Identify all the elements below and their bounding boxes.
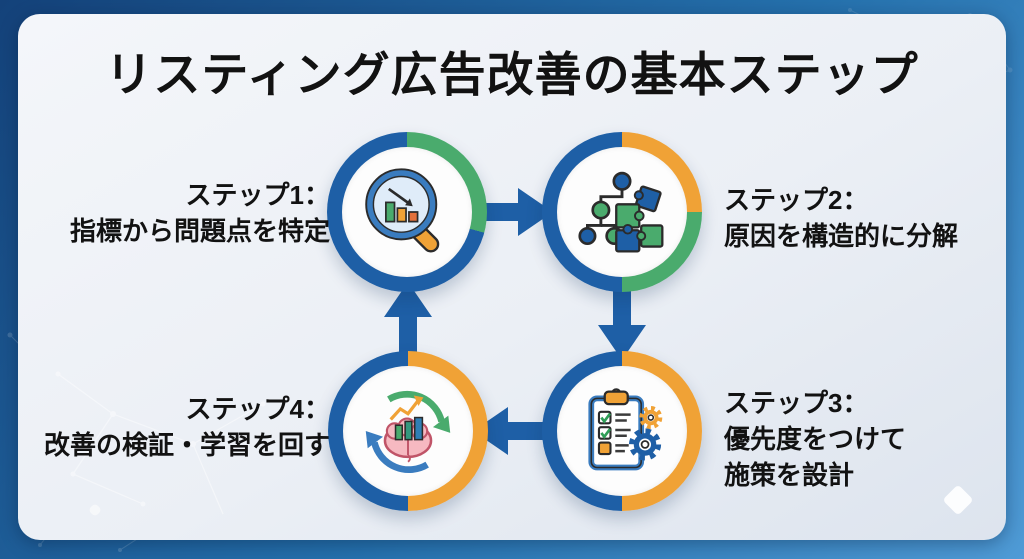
step-2-circle: [542, 132, 702, 292]
step-4-circle: [328, 351, 488, 511]
step-4-description: 改善の検証・学習を回す: [43, 430, 330, 460]
arrow-left-step3-to-step4: [473, 407, 552, 455]
content-panel: [18, 14, 1006, 540]
step-3-label: ステップ3：: [724, 388, 869, 418]
arrow-down-step2-to-step3: [598, 281, 646, 360]
tree-puzzle-icon: [578, 171, 664, 253]
step-1-description: 指標から問題点を特定: [69, 216, 330, 246]
step-1-circle: [327, 132, 487, 292]
arrow-right-step1-to-step2: [474, 188, 553, 236]
page-title: リスティング広告改善の基本ステップ: [105, 48, 919, 101]
step-1-label: ステップ1：: [185, 180, 330, 210]
step-3-circle: [542, 351, 702, 511]
step-4-text: ステップ4： 改善の検証・学習を回す: [18, 391, 330, 463]
step-1-text: ステップ1： 指標から問題点を特定: [20, 177, 330, 249]
magnifier-chart-icon: [365, 168, 440, 253]
step-3-text: ステップ3： 優先度をつけて 施策を設計: [724, 385, 1014, 493]
checklist-gears-icon: [588, 388, 663, 471]
step-2-text: ステップ2： 原因を構造的に分解: [724, 182, 1014, 254]
arrow-up-step4-to-step1: [384, 282, 432, 361]
step-2-description: 原因を構造的に分解: [724, 221, 959, 251]
step-3-description: 優先度をつけて 施策を設計: [724, 424, 907, 490]
large-gear-icon: [628, 428, 662, 461]
small-gear-icon: [639, 406, 663, 430]
brain-cycle-icon: [365, 390, 451, 474]
step-2-label: ステップ2：: [724, 185, 869, 215]
step-4-label: ステップ4：: [185, 394, 330, 424]
